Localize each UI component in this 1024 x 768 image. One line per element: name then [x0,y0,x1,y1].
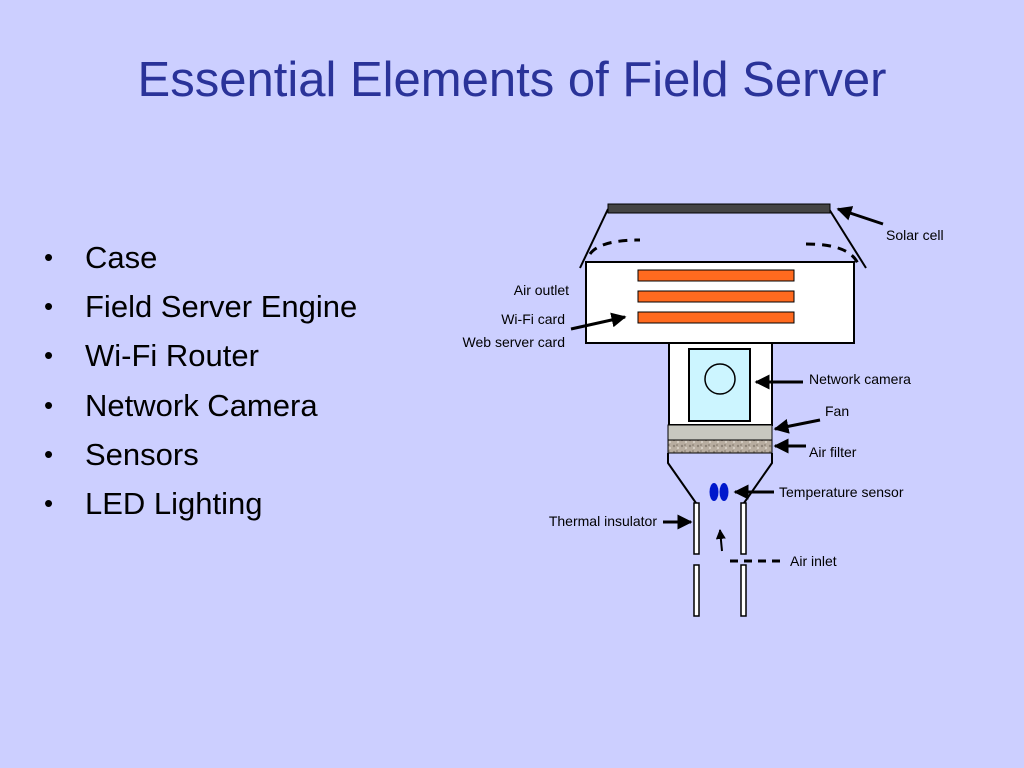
air-outlet-board [637,269,795,282]
label-thermal-insulator: Thermal insulator [549,513,657,529]
roof [579,208,867,269]
bullet-item: • LED Lighting [44,479,357,528]
bullet-item: • Case [44,233,357,282]
label-air-inlet: Air inlet [790,553,837,569]
temperature-sensor-right [719,483,729,501]
solar-cell-arrow [836,206,884,226]
temperature-sensor-left [709,483,719,501]
camera-lens-icon [704,363,736,395]
web-server-card-board [637,311,795,324]
bullet-text: Field Server Engine [85,289,358,325]
label-air-filter: Air filter [809,444,857,460]
wifi-card-arrow [570,312,627,331]
label-wifi-card: Wi-Fi card [501,311,565,327]
label-temperature-sensor: Temperature sensor [779,484,904,500]
bullet-list: • Case • Field Server Engine • Wi-Fi Router… [44,233,357,528]
slide-title: Essential Elements of Field Server [137,53,887,107]
solar-cell-panel [607,203,831,214]
bullet-marker: • [44,242,54,272]
bullet-marker: • [44,438,54,469]
bullet-text: Sensors [85,436,199,472]
air-filter-unit [667,439,773,454]
bullet-item: • Field Server Engine [44,282,357,331]
funnel-right [743,453,773,504]
air-inlet-flow-arrow [715,529,726,552]
bullet-marker: • [44,291,54,322]
label-solar-cell: Solar cell [886,227,944,243]
funnel-left [667,453,697,504]
insulator-right-lower [740,564,747,617]
bullet-text: Wi-Fi Router [85,338,259,374]
fan-unit [667,424,773,441]
bullet-marker: • [44,389,54,420]
label-fan: Fan [825,403,849,419]
network-camera-body [688,348,751,422]
bullet-marker: • [44,340,54,371]
label-air-outlet: Air outlet [514,282,569,298]
insulator-left-upper [693,502,700,555]
insulator-left-lower [693,564,700,617]
bullet-text: Network Camera [85,387,318,423]
airflow-arc-right [805,242,860,265]
fan-arrow [773,418,821,434]
insulator-right-upper [740,502,747,555]
bullet-text: LED Lighting [85,486,263,522]
bullet-text: Case [85,240,158,275]
label-web-server-card: Web server card [463,334,565,350]
label-network-camera: Network camera [809,371,911,387]
bullet-item: • Wi-Fi Router [44,331,357,380]
airflow-arc-left [588,238,641,255]
wifi-card-board [637,290,795,303]
bullet-item: • Sensors [44,430,357,479]
bullet-marker: • [44,488,54,519]
bullet-item: • Network Camera [44,381,357,430]
